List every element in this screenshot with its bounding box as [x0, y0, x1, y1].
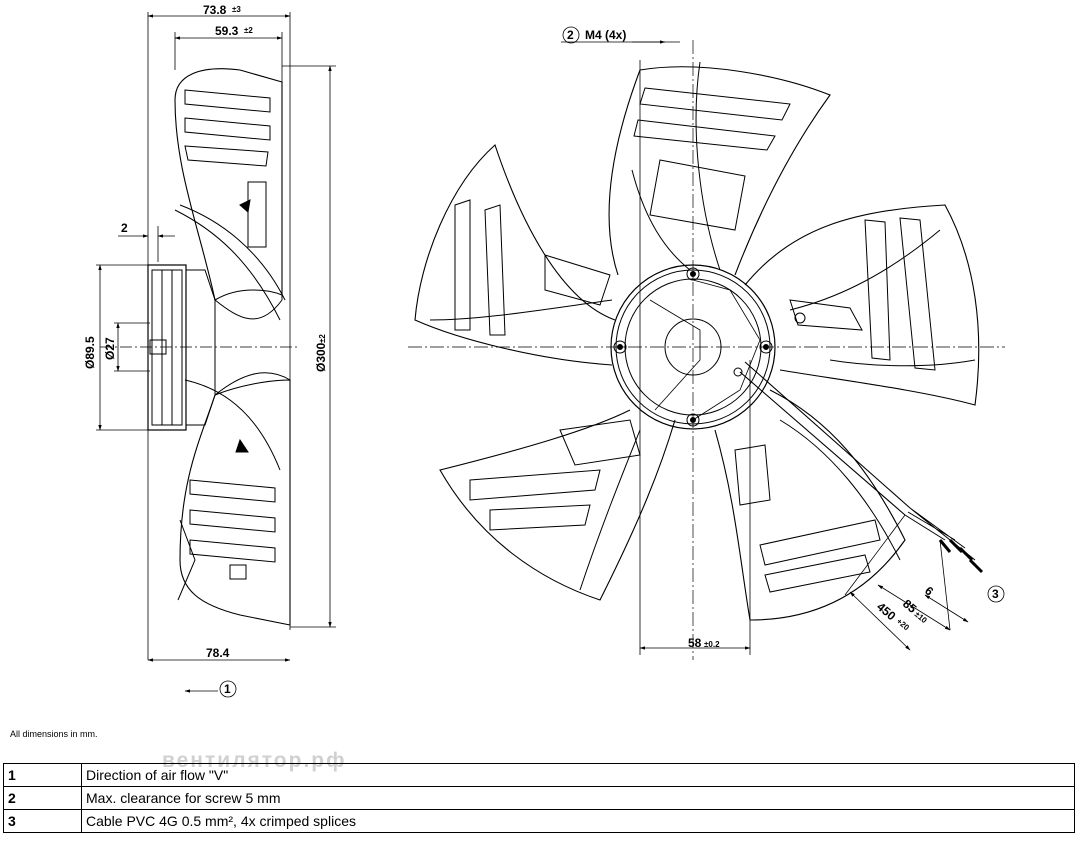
dim-blade-depth: 59.3	[215, 24, 239, 38]
screw-callout-number: 2	[567, 28, 574, 42]
legend-table: 1 Direction of air flow "V" 2 Max. clear…	[3, 763, 1075, 833]
front-dimension-labels: 2 M4 (4x) 58 ±0.2 450 +20 85 ±10 6 3	[567, 28, 999, 650]
dim-bolt-spacing: 58	[688, 636, 702, 650]
side-view	[100, 68, 300, 626]
dim-hub-dia: Ø27	[103, 337, 117, 360]
dim-strip-length-tol: ±10	[913, 610, 929, 626]
dim-offset: 2	[121, 221, 128, 235]
dim-fan-dia: Ø300	[314, 342, 328, 372]
blade-lower-right	[714, 389, 906, 621]
legend-text: Max. clearance for screw 5 mm	[81, 786, 1075, 810]
side-dimension-labels: 73.8 ±3 59.3 ±2 2 Ø89.5 Ø27 Ø300 ±2 78.4…	[83, 3, 328, 696]
dim-fan-dia-tol: ±2	[318, 334, 327, 343]
legend-number: 3	[3, 809, 82, 833]
legend-number: 2	[3, 786, 82, 810]
dim-base-depth: 78.4	[206, 646, 230, 660]
legend-number: 1	[3, 763, 82, 787]
cable-callout-number: 3	[992, 587, 999, 601]
dim-cable-length: 450	[874, 600, 899, 624]
dim-overall-depth-tol: ±3	[232, 5, 241, 14]
legend-row: 2 Max. clearance for screw 5 mm	[3, 786, 1075, 810]
blade-top	[608, 61, 831, 276]
dim-motor-dia: Ø89.5	[83, 336, 97, 369]
fan-drawing: 73.8 ±3 59.3 ±2 2 Ø89.5 Ø27 Ø300 ±2 78.4…	[83, 3, 1005, 698]
blade-right	[744, 204, 980, 406]
side-dimensions	[96, 12, 336, 698]
dim-overall-depth: 73.8	[203, 3, 227, 17]
dim-bolt-spacing-tol: ±0.2	[704, 640, 720, 649]
front-view	[408, 40, 1005, 660]
legend-row: 1 Direction of air flow "V"	[3, 763, 1075, 787]
legend-row: 3 Cable PVC 4G 0.5 mm², 4x crimped splic…	[3, 809, 1075, 833]
dim-blade-depth-tol: ±2	[244, 26, 253, 35]
dim-cable-length-tol: +20	[895, 617, 912, 633]
blade-left	[414, 144, 616, 366]
airflow-callout: 1	[224, 682, 231, 696]
front-dimensions	[561, 26, 1005, 655]
units-note: All dimensions in mm.	[10, 729, 98, 739]
dim-splice-length: 6	[922, 584, 936, 599]
screw-callout: M4 (4x)	[585, 28, 626, 42]
legend-text: Cable PVC 4G 0.5 mm², 4x crimped splices	[81, 809, 1075, 833]
legend-text: Direction of air flow "V"	[81, 763, 1075, 787]
